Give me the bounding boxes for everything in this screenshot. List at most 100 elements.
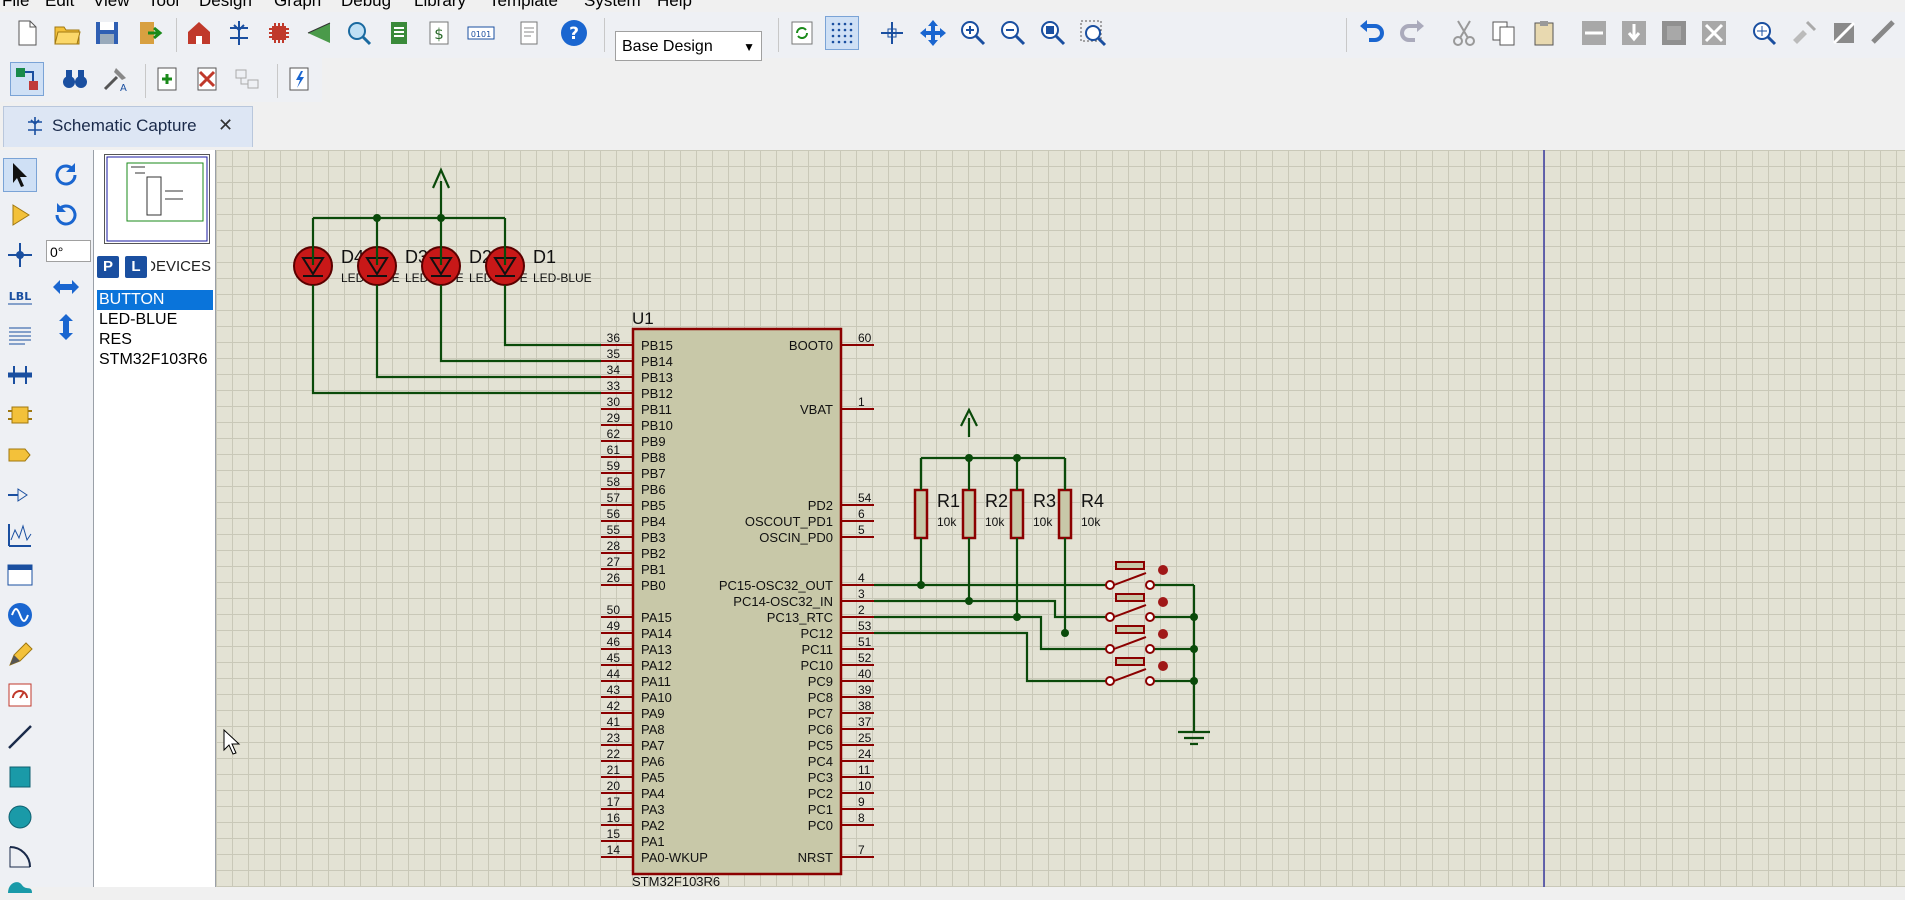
zoom-all-button[interactable] — [1036, 16, 1070, 50]
arc-mode-button[interactable] — [3, 840, 37, 874]
overview-window[interactable] — [104, 154, 210, 244]
pcb-layout-button[interactable] — [262, 16, 296, 50]
mcu-pin-number: 28 — [607, 539, 621, 553]
electrical-rule-check-button[interactable] — [282, 62, 316, 96]
copy-icon — [1492, 21, 1515, 46]
grid-toggle-button[interactable] — [825, 16, 859, 50]
close-icon[interactable]: ✕ — [218, 115, 234, 135]
line-mode-button[interactable] — [3, 720, 37, 754]
search-tag-button[interactable] — [58, 62, 92, 96]
save-button[interactable] — [90, 16, 124, 50]
import-button[interactable] — [132, 16, 166, 50]
component-mode-button[interactable] — [3, 198, 37, 232]
notes-button[interactable] — [512, 16, 546, 50]
pan-button[interactable] — [916, 16, 950, 50]
zoom-area-button[interactable] — [1076, 16, 1110, 50]
help-button[interactable]: ? — [557, 16, 591, 50]
overview-thumbnail — [106, 156, 208, 242]
remove-sheet-button[interactable] — [190, 62, 224, 96]
mcu-pin-name: PA8 — [641, 722, 665, 737]
path-mode-button[interactable] — [3, 866, 37, 900]
device-list-item[interactable]: STM32F103R6 — [99, 351, 208, 368]
wire-autorouter-button[interactable] — [10, 62, 44, 96]
menu-template[interactable]: Template — [489, 0, 558, 10]
rotation-angle-field[interactable]: 0° — [46, 240, 91, 262]
menu-file[interactable]: File — [2, 0, 30, 10]
property-assignment-button[interactable]: A — [98, 62, 132, 96]
code-button[interactable]: 0101 — [464, 16, 498, 50]
block-copy-button[interactable] — [1577, 16, 1611, 50]
path-icon — [8, 882, 32, 893]
undo-button[interactable] — [1355, 16, 1389, 50]
mcu-pin-name: PB0 — [641, 578, 666, 593]
mirror-x-button[interactable] — [49, 270, 83, 304]
junction-mode-button[interactable] — [3, 238, 37, 272]
make-device-button[interactable] — [1787, 16, 1821, 50]
design-variant-select[interactable]: Base Design▼ — [615, 31, 762, 61]
device-pins-mode-button[interactable] — [3, 478, 37, 512]
zoom-out-button[interactable] — [996, 16, 1030, 50]
origin-button[interactable] — [875, 16, 909, 50]
device-list-item[interactable]: BUTTON — [97, 290, 213, 310]
box-mode-button[interactable] — [3, 760, 37, 794]
menu-design[interactable]: Design — [199, 0, 252, 10]
new-sheet-button[interactable] — [150, 62, 184, 96]
new-file-button[interactable] — [10, 16, 44, 50]
device-list-item[interactable]: RES — [99, 331, 132, 348]
exit-to-parent-button[interactable] — [230, 62, 264, 96]
tape-recorder-mode-button[interactable] — [3, 558, 37, 592]
gerber-viewer-button[interactable] — [342, 16, 376, 50]
decompose-button[interactable] — [1867, 16, 1901, 50]
device-list-item[interactable]: LED-BLUE — [99, 311, 178, 328]
menu-debug[interactable]: Debug — [341, 0, 392, 10]
block-rotate-button[interactable] — [1657, 16, 1691, 50]
menu-help[interactable]: Help — [657, 0, 692, 10]
block-delete-button[interactable] — [1697, 16, 1731, 50]
terminals-mode-button[interactable] — [3, 438, 37, 472]
menu-tool[interactable]: Tool — [148, 0, 180, 10]
library-manager-button[interactable]: L — [125, 256, 147, 278]
home-button[interactable] — [182, 16, 216, 50]
mcu-pin-number: 38 — [858, 699, 872, 713]
menu-view[interactable]: View — [93, 0, 130, 10]
redo-button[interactable] — [1395, 16, 1429, 50]
pick-from-library-button[interactable]: P — [97, 256, 119, 278]
menu-graph[interactable]: Graph — [274, 0, 322, 10]
probe-mode-button[interactable] — [3, 638, 37, 672]
graph-mode-button[interactable] — [3, 518, 37, 552]
zoom-in-button[interactable] — [956, 16, 990, 50]
menu-edit[interactable]: Edit — [45, 0, 75, 10]
subcircuit-mode-button[interactable] — [3, 398, 37, 432]
circle-mode-button[interactable] — [3, 800, 37, 834]
mcu-pin-number: 8 — [858, 811, 865, 825]
secondary-toolbar: A — [0, 58, 322, 104]
schematic-button[interactable] — [222, 16, 256, 50]
text-script-mode-button[interactable] — [3, 318, 37, 352]
selection-mode-button[interactable] — [3, 158, 37, 192]
generator-mode-button[interactable] — [3, 598, 37, 632]
wire-label-mode-button[interactable]: LBL — [3, 278, 37, 312]
tab-schematic-capture[interactable]: Schematic Capture ✕ — [3, 106, 253, 147]
pick-device-button[interactable] — [1747, 16, 1781, 50]
packaging-tool-button[interactable] — [1827, 16, 1861, 50]
resistor-ref: R2 — [985, 491, 1008, 511]
refresh-button[interactable] — [785, 16, 819, 50]
paste-button[interactable] — [1527, 16, 1561, 50]
bus-mode-button[interactable] — [3, 358, 37, 392]
bom-button[interactable] — [382, 16, 416, 50]
copy-button[interactable] — [1487, 16, 1521, 50]
menu-system[interactable]: System — [584, 0, 641, 10]
cost-button[interactable]: $ — [422, 16, 456, 50]
block-move-button[interactable] — [1617, 16, 1651, 50]
cut-button[interactable] — [1447, 16, 1481, 50]
mirror-y-button[interactable] — [49, 310, 83, 344]
instruments-mode-button[interactable] — [3, 678, 37, 712]
wire — [874, 599, 1110, 619]
open-file-button[interactable] — [50, 16, 84, 50]
3d-view-button[interactable] — [302, 16, 336, 50]
menu-library[interactable]: Library — [414, 0, 466, 10]
rotate-clockwise-button[interactable] — [49, 158, 83, 192]
rotate-anticlockwise-button[interactable] — [49, 198, 83, 232]
